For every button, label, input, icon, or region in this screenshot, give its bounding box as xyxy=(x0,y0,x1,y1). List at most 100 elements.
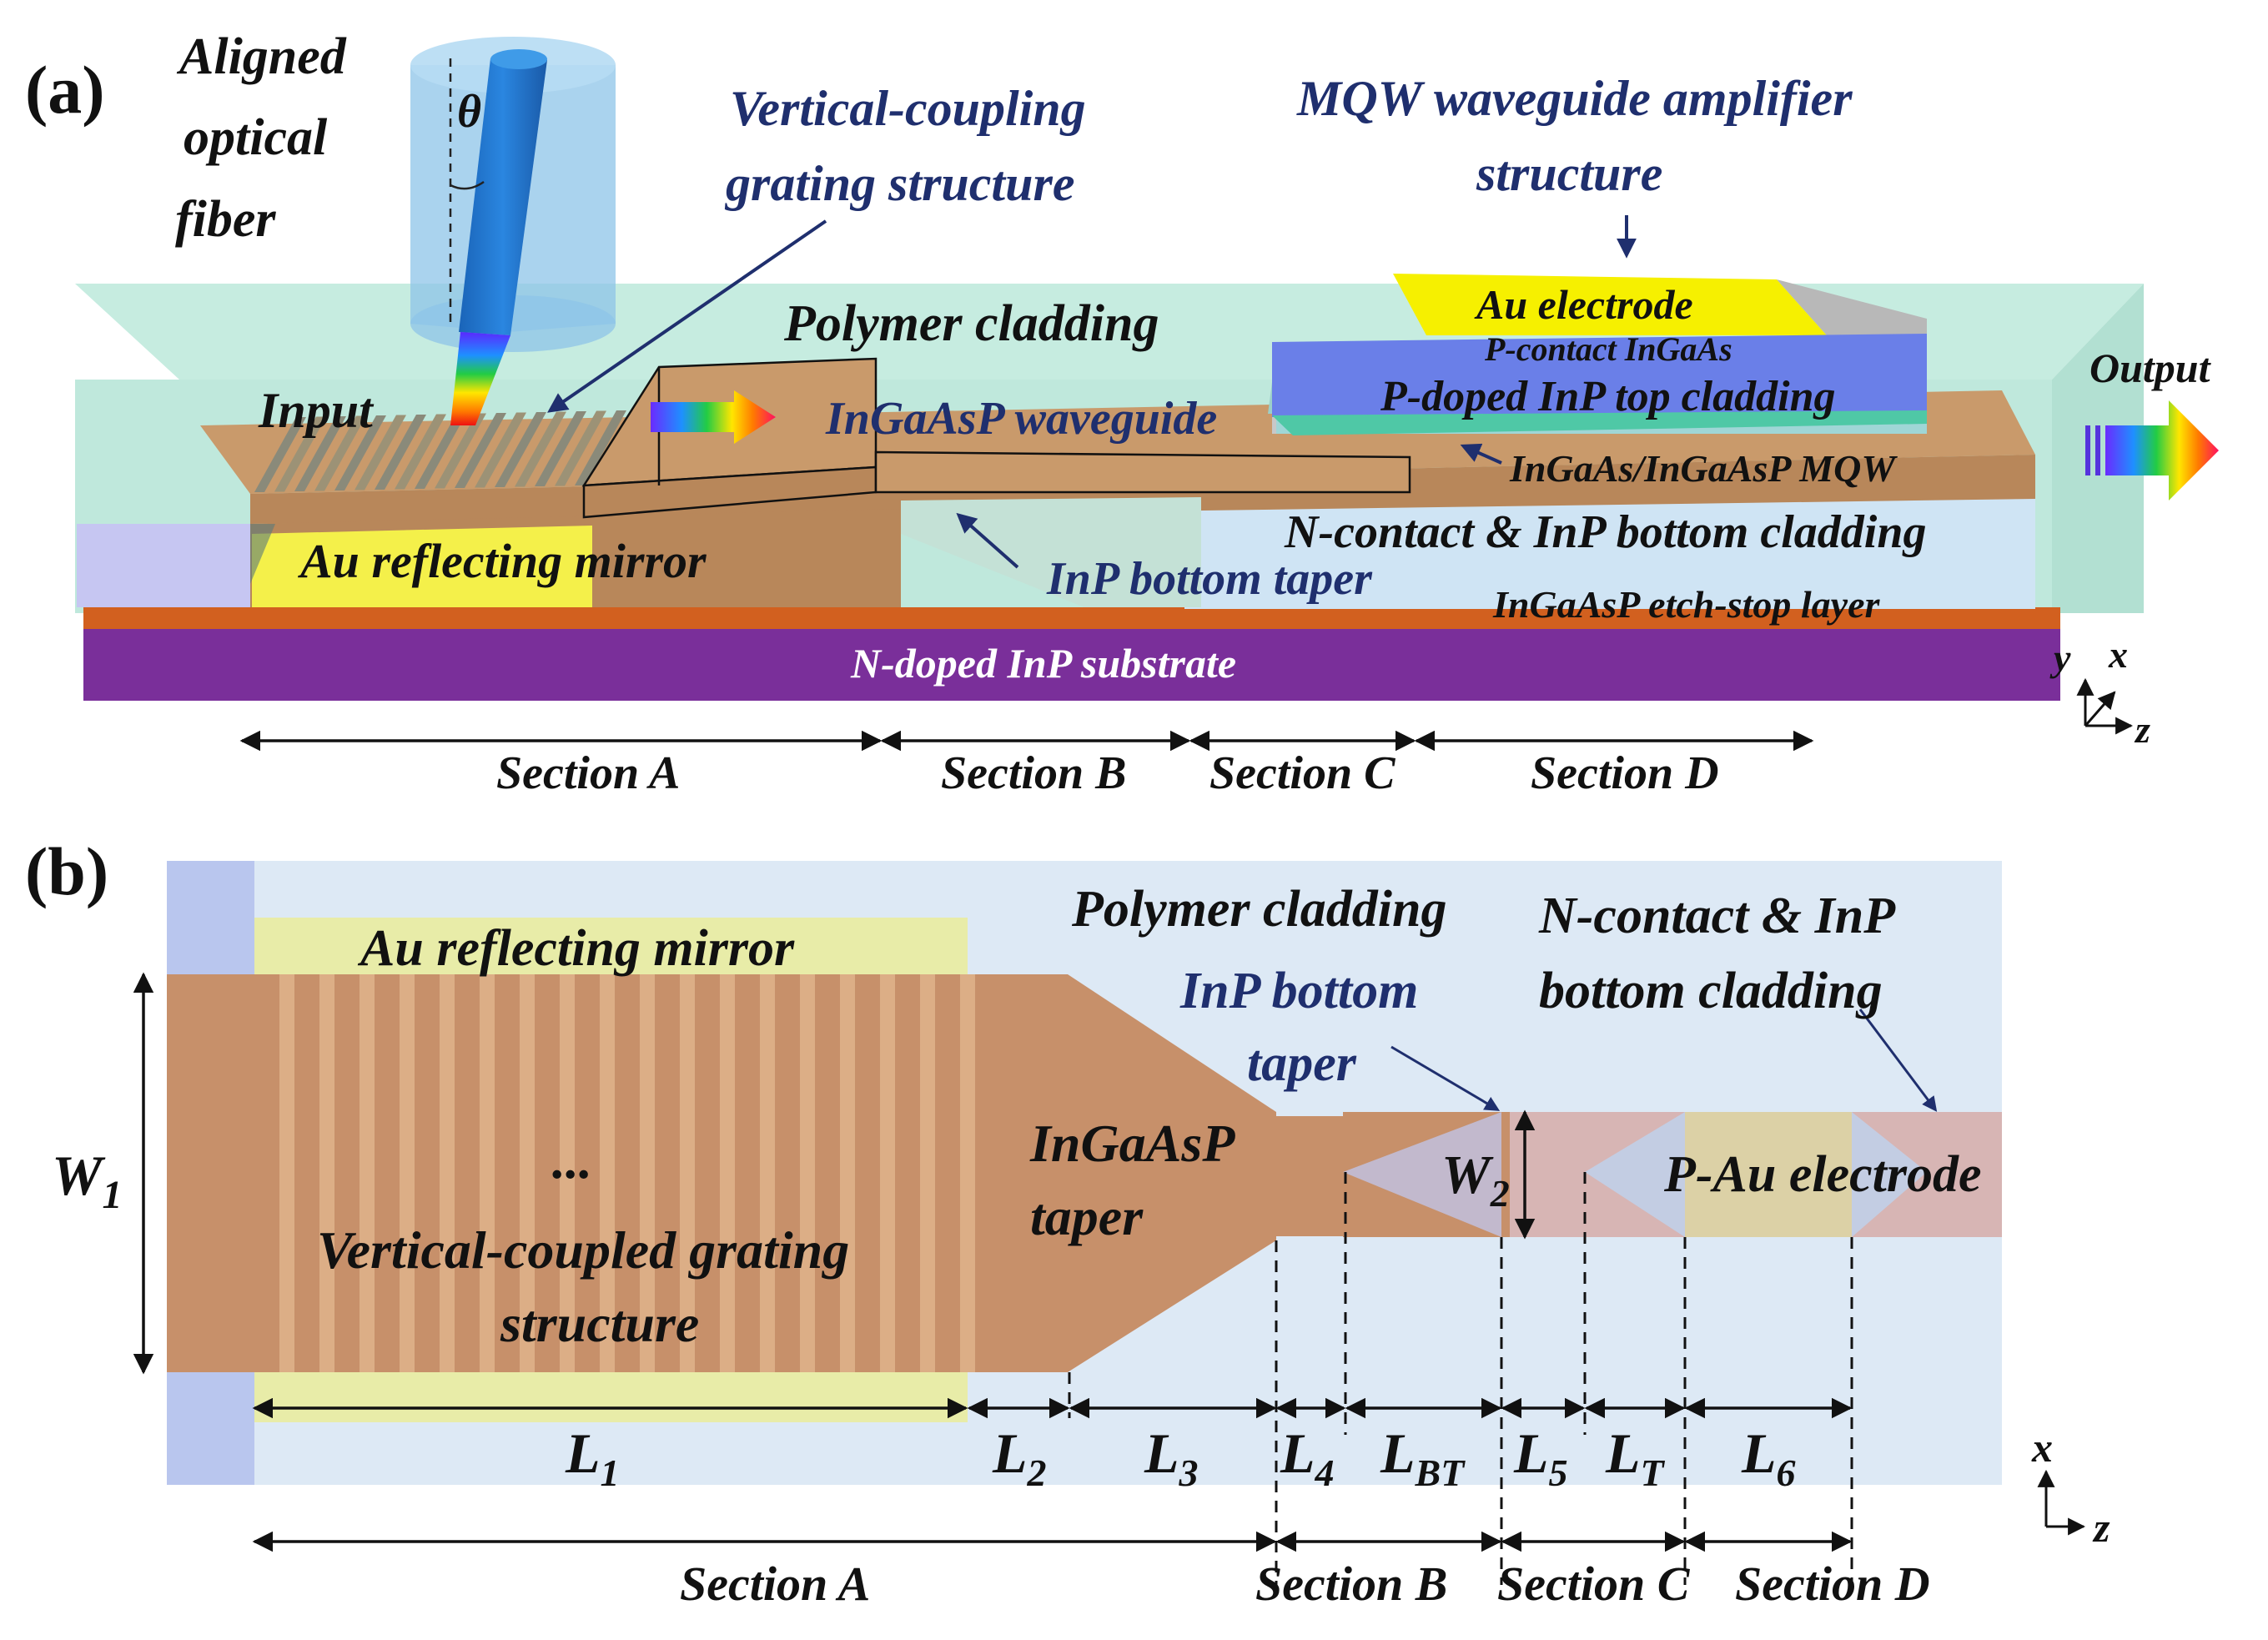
grating-ridges xyxy=(254,410,626,492)
grating-line xyxy=(640,974,655,1372)
n-contact-label-a: N-contact & InP bottom cladding xyxy=(1284,506,1926,558)
length-label-l2: L2 xyxy=(992,1421,1047,1494)
amp-mqw-layer xyxy=(1272,410,1927,435)
grating-line xyxy=(560,974,575,1372)
w2-label: W2 xyxy=(1441,1144,1510,1215)
grating-ridge xyxy=(495,412,546,487)
grating-line xyxy=(480,974,495,1372)
grating-ridge xyxy=(395,414,446,490)
theta-arc xyxy=(450,180,485,190)
grating-lines-b xyxy=(279,974,975,1372)
grating-label-1: Vertical-coupling xyxy=(730,81,1086,136)
mirror-edge xyxy=(250,524,275,584)
length-label-l3: L3 xyxy=(1144,1421,1199,1494)
dashed-markers xyxy=(1068,1172,1853,1585)
theta-label: θ xyxy=(457,86,481,138)
polymer-label-b: Polymer cladding xyxy=(1071,881,1446,938)
amplifier-label-2: structure xyxy=(1476,146,1662,201)
grating-line xyxy=(279,974,294,1372)
inp-taper-tri-3 xyxy=(1852,1112,1927,1237)
etch-stop-label: InGaAsP etch-stop layer xyxy=(1492,583,1880,626)
grating-line xyxy=(600,974,615,1372)
section-d-label-a: Section D xyxy=(1531,747,1719,799)
polymer-label-a: Polymer cladding xyxy=(783,295,1159,352)
section-c-label-a: Section C xyxy=(1209,747,1395,799)
grating-ridge xyxy=(515,411,566,487)
grating-ridge xyxy=(314,415,366,491)
amp-top-cladding xyxy=(1272,334,1927,417)
fiber-label-2: optical xyxy=(184,109,328,166)
inp-taper-tri-2 xyxy=(1585,1112,1685,1237)
grating-ridge xyxy=(355,415,406,490)
grating-line xyxy=(520,974,535,1372)
output-label: Output xyxy=(2089,345,2212,391)
grating-ridge xyxy=(455,413,506,488)
fiber-core xyxy=(459,58,547,335)
mqw-label: InGaAs/InGaAsP MQW xyxy=(1509,447,1898,490)
grating-line xyxy=(319,974,334,1372)
panel-a: (a) Aligned optical fiber θ Vertical-cou… xyxy=(25,28,2219,799)
section-b-label-b: Section B xyxy=(1255,1557,1447,1611)
au-electrode-label: Au electrode xyxy=(1474,281,1693,328)
grating-ridge xyxy=(435,413,486,489)
axis-a-z: z xyxy=(2134,708,2150,751)
grating-pointer xyxy=(547,219,827,413)
grating-label-2: grating structure xyxy=(724,156,1074,211)
input-label: Input xyxy=(258,383,375,438)
p-contact-label: P-contact InGaAs xyxy=(1484,330,1732,368)
section-c-label-b: Section C xyxy=(1497,1557,1691,1611)
amp-au-electrode xyxy=(1393,274,1827,335)
electrode-region xyxy=(1685,1112,1852,1237)
waveguide-b xyxy=(167,974,2002,1372)
grating-line xyxy=(360,974,375,1372)
input-beam xyxy=(450,332,510,425)
section-b-label-a: Section B xyxy=(941,747,1126,799)
axis-a-x: x xyxy=(2108,633,2128,676)
etch-stop-layer xyxy=(83,607,2060,629)
axis-a xyxy=(2076,677,2134,735)
n-contact-layer xyxy=(1184,499,2035,609)
inp-taper-label-b-1: InP bottom xyxy=(1179,963,1418,1019)
fiber-label-3: fiber xyxy=(175,191,276,248)
n-contact-pointer-b xyxy=(1858,1009,1938,1112)
length-label-l5: L5 xyxy=(1513,1421,1568,1494)
grating-line xyxy=(960,974,975,1372)
waveguide-label-a: InGaAsP waveguide xyxy=(825,393,1217,445)
inp-taper-label-a: InP bottom taper xyxy=(1046,553,1373,605)
grating-ridge xyxy=(294,416,346,491)
section-a-label-b: Section A xyxy=(680,1557,870,1611)
inp-taper-tri-1 xyxy=(1343,1112,1501,1237)
grating-ridge xyxy=(555,410,606,486)
grating-ridge xyxy=(334,415,386,490)
mqw-pointer xyxy=(1460,443,1502,465)
ellipsis-label: ... xyxy=(552,1130,592,1190)
w1-label: W1 xyxy=(52,1144,122,1217)
length-label-l4: L4 xyxy=(1280,1421,1335,1494)
length-label-lt: LT xyxy=(1605,1421,1666,1494)
fiber-core-top xyxy=(490,49,547,69)
grating-label-b-2: structure xyxy=(500,1294,699,1353)
substrate-layer xyxy=(83,627,2060,701)
taper-pointer-b xyxy=(1390,1045,1501,1111)
grating-line xyxy=(920,974,935,1372)
grating-ridge xyxy=(415,414,466,489)
left-block xyxy=(77,524,252,607)
section-d-label-b: Section D xyxy=(1735,1557,1930,1611)
taper-label-b-2: taper xyxy=(1030,1187,1144,1246)
au-mirror-label-a: Au reflecting mirror xyxy=(298,534,707,588)
axis-b-z: z xyxy=(2092,1504,2110,1551)
grating-ridge xyxy=(375,415,426,490)
grating-line xyxy=(680,974,695,1372)
axis-b-x: x xyxy=(2031,1424,2053,1471)
axis-b xyxy=(2037,1469,2086,1536)
length-label-l6: L6 xyxy=(1741,1421,1796,1494)
taper-pointer xyxy=(956,512,1019,569)
grating-ridge xyxy=(535,411,586,486)
n-contact-label-b-1: N-contact & InP xyxy=(1538,888,1896,944)
panel-b-label: (b) xyxy=(25,833,108,909)
grating-line xyxy=(720,974,735,1372)
inp-taper-label-b-2: taper xyxy=(1247,1035,1357,1092)
taper-label-b-1: InGaAsP xyxy=(1029,1114,1235,1173)
section-a-label-a: Section A xyxy=(496,747,680,799)
grating-ridge xyxy=(575,410,626,485)
